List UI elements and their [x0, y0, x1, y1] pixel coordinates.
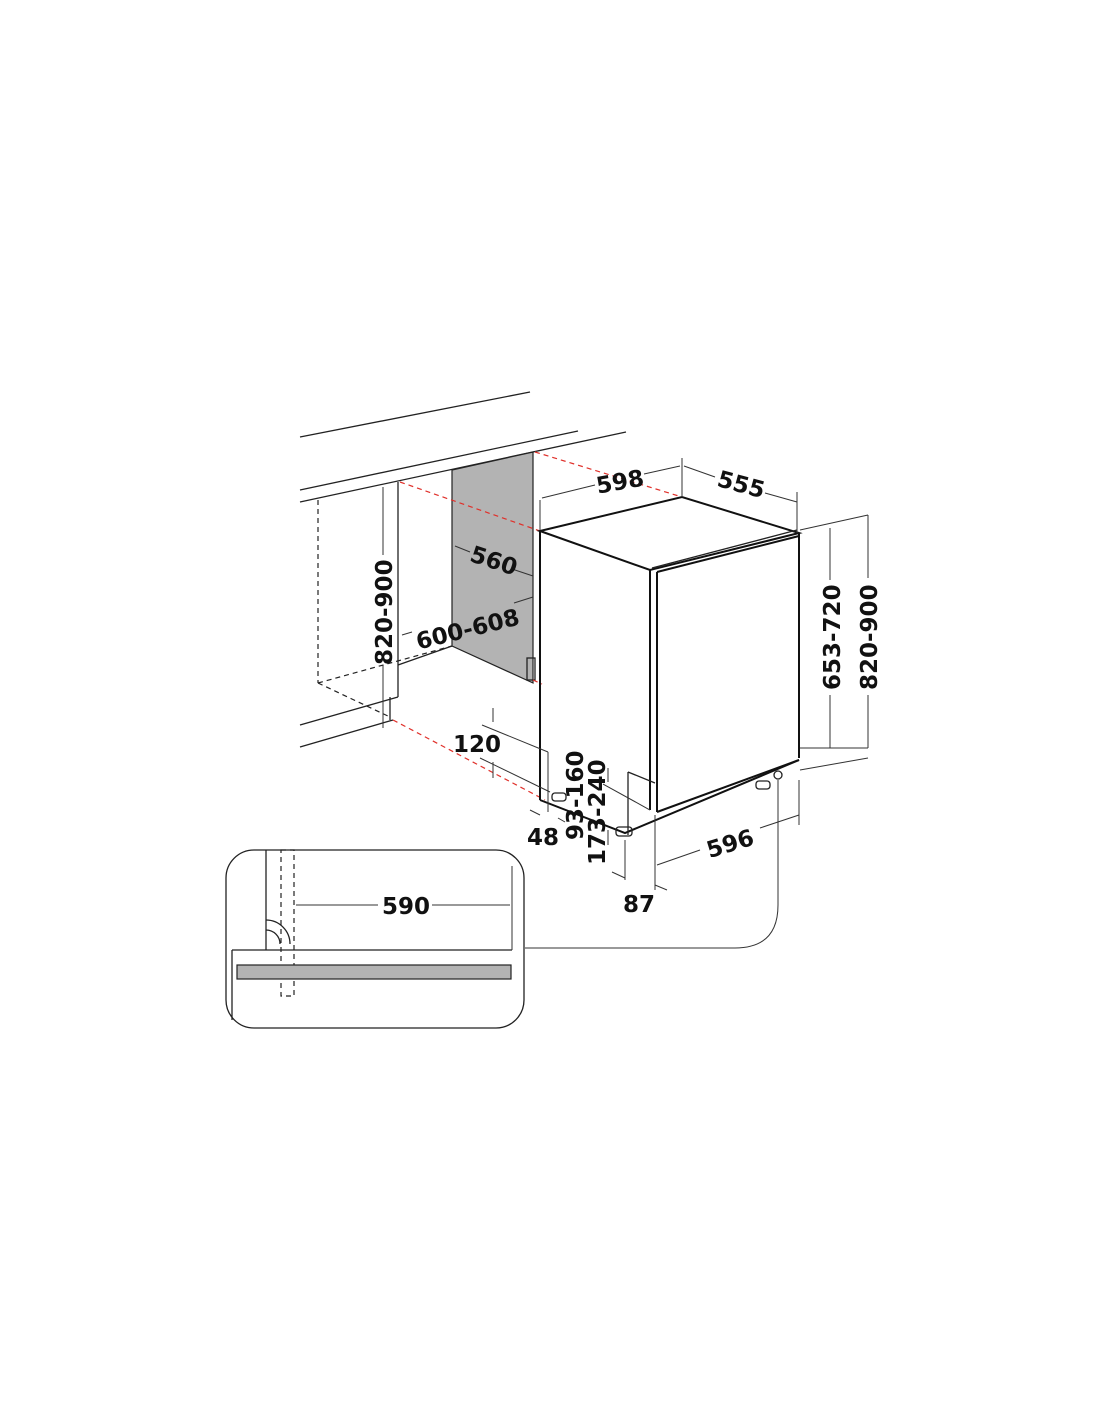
label-door-height: 653-720: [820, 584, 846, 690]
left-cabinet: [299, 482, 453, 748]
label-detail-width: 590: [382, 894, 430, 920]
label-unit-height: 820-900: [857, 584, 883, 690]
label-foot-range-rear: 173-240: [585, 759, 611, 865]
dishwasher-body: [536, 495, 803, 837]
label-unit-width: 598: [594, 466, 646, 500]
label-niche-height: 820-900: [372, 559, 398, 665]
niche-back-panel: [451, 451, 534, 684]
label-plinth-height: 120: [453, 732, 501, 758]
detail-callout: [225, 849, 525, 1029]
red-guide-lines: [392, 451, 683, 801]
label-foot-range-front: 93-160: [563, 750, 589, 840]
niche-bracket: [526, 657, 536, 681]
label-unit-depth: 555: [714, 466, 767, 504]
label-door-width: 596: [704, 825, 758, 864]
label-plinth-depth: 48: [527, 825, 559, 851]
label-door-offset: 87: [623, 892, 655, 918]
dimension-lines: [382, 458, 869, 949]
